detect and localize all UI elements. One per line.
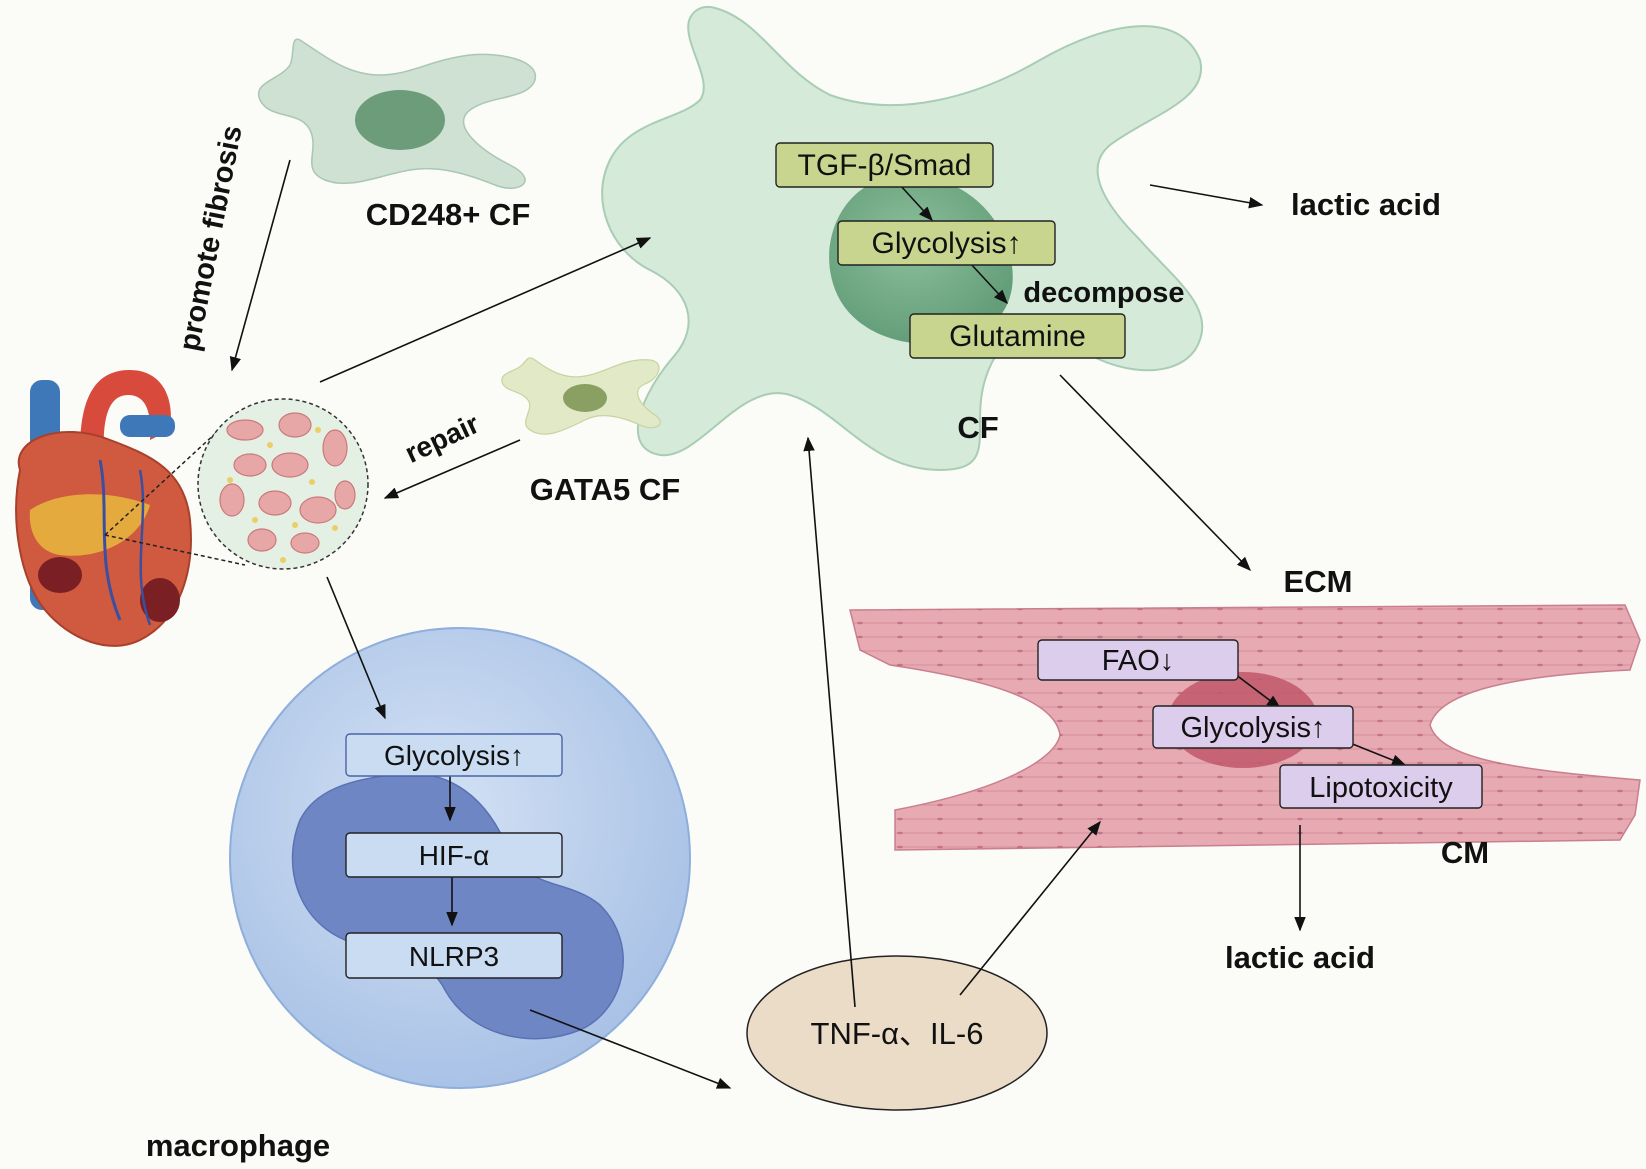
cf-label: CF bbox=[957, 410, 998, 445]
arrow-cytokines-to-cf bbox=[803, 436, 856, 1008]
cm-box-fao: FAO↓ bbox=[1037, 639, 1239, 681]
tissue-zoom-circle bbox=[197, 398, 369, 570]
macrophage-box-hif: HIF-α bbox=[345, 832, 563, 878]
arrow-glutamine-to-ecm bbox=[1059, 374, 1252, 572]
heart-vessel-2 bbox=[138, 469, 152, 626]
arrow-tissue-to-cf bbox=[319, 237, 652, 383]
cm-box-glycolysis: Glycolysis↑ bbox=[1152, 705, 1354, 749]
arrow-macrophage-to-cytokines bbox=[529, 1009, 732, 1089]
zoom-line-bottom bbox=[104, 534, 246, 566]
ecm-label: ECM bbox=[1284, 564, 1353, 599]
heart-vessel bbox=[98, 459, 122, 621]
gata5-cf-cell bbox=[501, 357, 661, 435]
gata5-nucleus bbox=[563, 384, 607, 412]
zoom-line-top bbox=[104, 419, 231, 536]
heart-aorta bbox=[80, 370, 171, 455]
arrow-tgf-to-glyco bbox=[899, 184, 933, 222]
cm-fao-label: FAO↓ bbox=[1102, 645, 1175, 677]
cf-glutamine-label: Glutamine bbox=[949, 320, 1086, 353]
cf-box-glycolysis: Glycolysis↑ bbox=[837, 220, 1056, 266]
decompose-label: decompose bbox=[1023, 277, 1184, 309]
promote-fibrosis-label: promote fibrosis bbox=[174, 123, 249, 354]
arrow-glyco-to-lipo bbox=[1349, 742, 1407, 766]
arrow-cd248-to-heart bbox=[229, 159, 291, 372]
macrophage-box-nlrp3: NLRP3 bbox=[345, 932, 563, 979]
macrophage-nlrp3-label: NLRP3 bbox=[409, 941, 499, 972]
cd248-cf-label: CD248+ CF bbox=[366, 197, 531, 232]
macrophage-hif-label: HIF-α bbox=[419, 840, 490, 871]
arrow-glyco-to-glutamine bbox=[969, 262, 1008, 305]
cf-tgf-label: TGF-β/Smad bbox=[798, 149, 972, 182]
arrow-cytokines-to-cm bbox=[959, 820, 1101, 996]
cd248-nucleus bbox=[355, 90, 445, 150]
cf-glycolysis-label: Glycolysis↑ bbox=[871, 227, 1021, 260]
cd248-cf-cell bbox=[257, 38, 536, 189]
cm-box-lipotoxicity: Lipotoxicity bbox=[1279, 764, 1483, 809]
lactic-acid-bottom-label: lactic acid bbox=[1225, 940, 1375, 975]
macrophage-glycolysis-label: Glycolysis↑ bbox=[384, 740, 524, 771]
cm-lipotoxicity-label: Lipotoxicity bbox=[1309, 772, 1453, 804]
heart-infarct-1 bbox=[38, 557, 82, 593]
heart-illustration bbox=[15, 370, 192, 647]
macrophage-box-glycolysis: Glycolysis↑ bbox=[345, 733, 563, 777]
repair-label: repair bbox=[400, 408, 484, 469]
cf-box-tgf: TGF-β/Smad bbox=[775, 142, 994, 188]
heart-pulmonary bbox=[120, 415, 175, 437]
arrow-tissue-to-macrophage bbox=[326, 576, 386, 720]
arrow-cf-to-lactic bbox=[1149, 184, 1264, 209]
heart-infarct-2 bbox=[140, 578, 180, 622]
arrow-gata5-to-tissue bbox=[383, 439, 521, 499]
cytokines-label: TNF-α、IL-6 bbox=[811, 1016, 984, 1051]
cm-glycolysis-label: Glycolysis↑ bbox=[1180, 712, 1325, 744]
heart-fat bbox=[29, 494, 150, 556]
cytokine-ellipse bbox=[746, 955, 1048, 1111]
lactic-acid-top-label: lactic acid bbox=[1291, 187, 1441, 222]
cf-box-glutamine: Glutamine bbox=[909, 313, 1126, 359]
cm-label: CM bbox=[1441, 835, 1489, 870]
macrophage-label: macrophage bbox=[146, 1128, 330, 1163]
gata5-cf-label: GATA5 CF bbox=[530, 472, 680, 507]
